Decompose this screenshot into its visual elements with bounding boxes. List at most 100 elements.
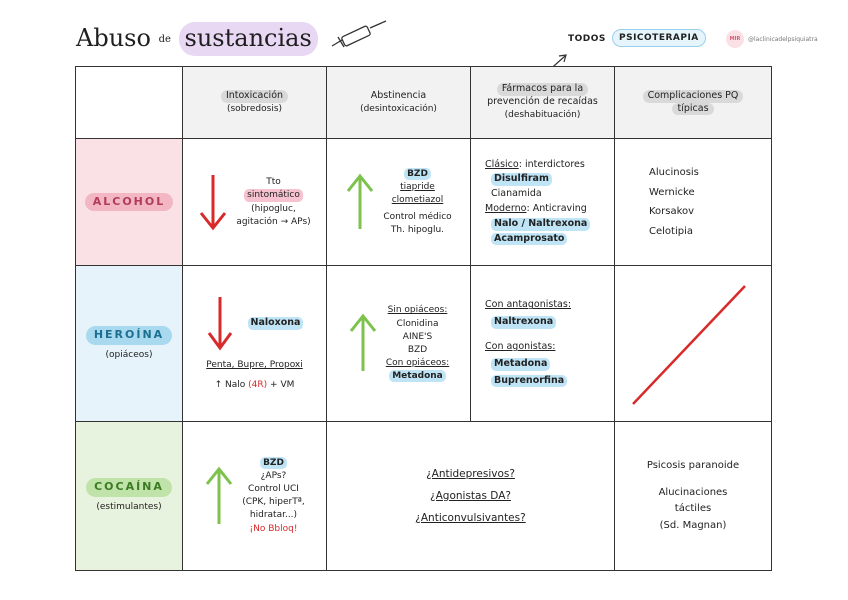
title-word-abuso: Abuso	[76, 24, 151, 52]
treatment-text: Control UCI	[248, 484, 299, 495]
question-text: ¿Anticonvulsivantes?	[415, 511, 526, 524]
treatment-text: Penta, Bupre, Propoxi	[206, 360, 303, 371]
substance-table: Intoxicación (sobredosis) Abstinencia (d…	[75, 66, 772, 571]
drug-name: Naloxona	[247, 316, 304, 330]
col-subtitle: (desintoxicación)	[360, 103, 437, 114]
diagonal-slash-icon	[632, 285, 746, 405]
arrow-up-icon	[347, 173, 374, 229]
col-subtitle: (sobredosis)	[226, 103, 283, 114]
col-title-line2: prevención de recaídas	[487, 96, 598, 108]
complication: Alucinosis	[649, 167, 699, 178]
drug-name: Disulfiram	[491, 173, 552, 187]
col-header-abstinencia: Abstinencia (desintoxicación)	[326, 66, 471, 139]
row-sublabel: (estimulantes)	[96, 502, 162, 513]
drug-name: AINE'S	[402, 331, 433, 342]
treatment-text: Tto	[266, 177, 281, 188]
complication: (Sd. Magnan)	[659, 519, 727, 531]
cell-cocaina-abst-farmacos: ¿Antidepresivos? ¿Agonistas DA? ¿Anticon…	[326, 420, 615, 571]
row-label: COCAÍNA	[86, 478, 172, 498]
drug-name: Naltrexona	[491, 316, 557, 329]
todos-label: TODOS	[568, 34, 606, 44]
col-header-farmacos: Fármacos para la prevención de recaídas …	[470, 66, 615, 139]
brand-watermark: MIR @laclinicadelpsiquiatra	[726, 30, 818, 48]
col-header-complicaciones: Complicaciones PQ típicas	[614, 66, 772, 139]
title-word-sustancias: sustancias	[178, 22, 318, 56]
drug-name: Buprenorfina	[491, 374, 568, 388]
treatment-highlight: (4R)	[248, 380, 268, 391]
subheading-text: : Anticraving	[526, 203, 587, 214]
row-cocaina: COCAÍNA (estimulantes) BZD ¿APs? Control…	[75, 420, 772, 571]
row-alcohol: ALCOHOL Tto sintomático (hipogluc, agita…	[75, 138, 772, 266]
drug-name: Clonidina	[396, 318, 439, 329]
cell-alcohol-abstinencia: BZD tiapride clometiazol Control médico …	[326, 138, 471, 266]
treatment-text: (hipogluc,	[251, 203, 296, 214]
cell-cocaina-complicaciones: Psicosis paranoide Alucinaciones táctile…	[614, 420, 772, 571]
row-heroina: HEROÍNA (opiáceos) Naloxona Penta, Bupre…	[75, 265, 772, 422]
col-title: Complicaciones PQ	[642, 89, 744, 103]
complication: Korsakov	[649, 206, 695, 217]
cell-heroina-farmacos: Con antagonistas: Naltrexona Con agonist…	[470, 265, 615, 422]
warning-text: ¡No Bbloq!	[249, 523, 298, 534]
row-label-cocaina: COCAÍNA (estimulantes)	[75, 420, 183, 571]
treatment-text: ↑ Nalo	[214, 380, 246, 391]
psicoterapia-badge: PSICOTERAPIA	[612, 29, 706, 47]
treatment-text: clometiazol	[391, 194, 444, 205]
arrow-down-icon	[207, 297, 232, 351]
brand-handle: @laclinicadelpsiquiatra	[748, 35, 818, 43]
title-word-de: de	[158, 34, 171, 45]
question-text: ¿Agonistas DA?	[430, 489, 511, 502]
drug-name: BZD	[407, 344, 428, 355]
subheading: Con agonistas:	[485, 341, 556, 352]
complication: Celotipia	[649, 225, 693, 237]
col-title-line2: típicas	[672, 102, 714, 116]
cell-heroina-complicaciones	[614, 265, 772, 422]
drug-name: BZD	[260, 456, 287, 470]
drug-name: Acamprosato	[491, 232, 568, 246]
treatment-text: Th. hipoglu.	[390, 225, 445, 236]
cell-cocaina-intoxicacion: BZD ¿APs? Control UCI (CPK, hiperTª, hid…	[182, 420, 327, 571]
col-header-intoxicacion: Intoxicación (sobredosis)	[182, 66, 327, 139]
col-subtitle: (deshabituación)	[504, 109, 581, 120]
treatment-text: + VM	[270, 380, 295, 391]
cell-heroina-intoxicacion: Naloxona Penta, Bupre, Propoxi ↑ Nalo (4…	[182, 265, 327, 422]
subheading-text: : interdictores	[518, 158, 585, 170]
cell-heroina-abstinencia: Sin opiáceos: Clonidina AINE'S BZD Con o…	[326, 265, 471, 422]
row-label-heroina: HEROÍNA (opiáceos)	[75, 265, 183, 422]
question-text: ¿Antidepresivos?	[426, 467, 515, 480]
treatment-text: (CPK, hiperTª,	[242, 497, 305, 508]
arrow-down-icon	[200, 175, 227, 231]
treatment-text: agitación → APs)	[236, 216, 311, 227]
complication: Wernicke	[649, 186, 695, 198]
cell-alcohol-farmacos: Clásico: interdictores Disulfiram Cianam…	[470, 138, 615, 266]
treatment-text: Control médico	[383, 212, 452, 223]
complication: Alucinaciones	[658, 486, 728, 498]
subheading: Clásico	[485, 158, 519, 170]
complication: Psicosis paranoide	[646, 460, 740, 472]
complication: táctiles	[674, 503, 712, 515]
drug-name: Nalo / Naltrexona	[491, 217, 591, 231]
subheading: Sin opiáceos:	[387, 305, 448, 316]
col-title: Abstinencia	[370, 89, 427, 101]
treatment-text: hidratar...)	[249, 510, 298, 521]
treatment-text: sintomático	[244, 189, 303, 202]
row-label-alcohol: ALCOHOL	[75, 138, 183, 266]
corner-cell	[75, 66, 183, 139]
row-sublabel: (opiáceos)	[105, 349, 153, 360]
subheading: Con opiáceos:	[385, 358, 450, 369]
drug-name: Metadona	[491, 357, 551, 371]
treatment-text: BZD	[404, 167, 431, 180]
col-title: Intoxicación	[220, 89, 289, 103]
treatment-text: ¿APs?	[260, 471, 287, 482]
drug-name: Metadona	[389, 370, 446, 383]
page-title: Abuso de sustancias	[76, 22, 318, 56]
cell-alcohol-complicaciones: Alucinosis Wernicke Korsakov Celotipia	[614, 138, 772, 266]
subheading: Con antagonistas:	[485, 299, 572, 311]
col-title: Fármacos para la	[496, 83, 589, 97]
syringe-icon	[331, 20, 387, 48]
arrow-up-icon	[349, 314, 377, 372]
row-label: ALCOHOL	[84, 192, 174, 212]
arrow-up-icon	[206, 466, 233, 524]
subheading: Moderno	[485, 203, 527, 214]
cell-alcohol-intoxicacion: Tto sintomático (hipogluc, agitación → A…	[182, 138, 327, 266]
brand-logo: MIR	[726, 30, 744, 48]
